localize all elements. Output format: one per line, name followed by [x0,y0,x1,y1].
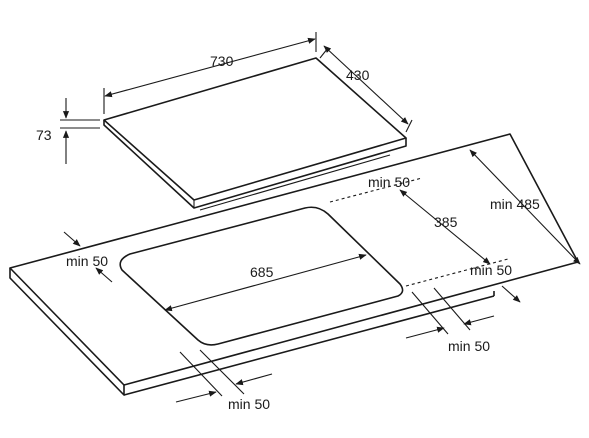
label-bottom-right-clearance: min 50 [448,338,490,354]
dim-hob-height: 73 [36,98,100,164]
label-bottom-left-clearance: min 50 [228,396,270,412]
worktop-front-edge [9,268,125,396]
cutout-outline [119,206,404,346]
label-left-clearance: min 50 [66,253,108,269]
label-cutout-depth: 385 [434,214,458,230]
label-hob-depth: 430 [346,67,370,83]
dim-front-clearance: min 50 [470,262,521,303]
label-hob-width: 730 [210,53,234,69]
dim-hob-depth: 430 [319,45,413,133]
dim-cutout-width: 685 [164,253,367,312]
guide-rear [329,177,423,203]
dim-bottom-left-clearance: min 50 [175,349,273,412]
dim-bottom-right-clearance: min 50 [405,287,495,354]
worktop-bottom-edge [123,295,495,396]
label-front-clearance: min 50 [470,262,512,278]
dim-hob-width: 730 [103,32,317,114]
label-hob-height: 73 [36,127,52,143]
dim-cutout-depth: 385 [399,189,491,265]
hob-underside [199,154,391,211]
label-worktop-depth: min 485 [490,196,540,212]
dim-worktop-depth: min 485 [469,149,581,265]
label-cutout-width: 685 [250,264,274,280]
cutout [119,206,404,346]
dim-left-clearance: min 50 [63,231,113,283]
label-rear-clearance: min 50 [368,174,410,190]
